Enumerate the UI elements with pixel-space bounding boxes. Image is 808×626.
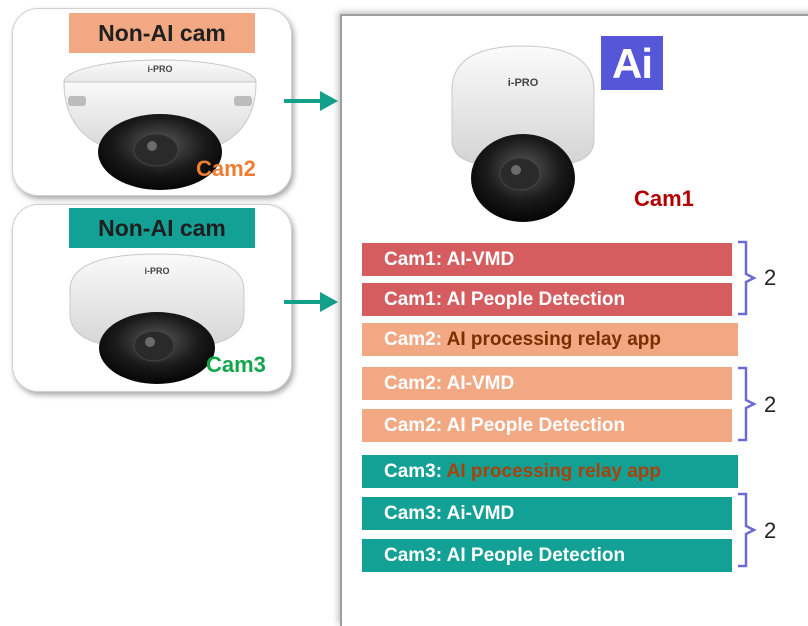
right-brace-icon xyxy=(738,240,757,316)
ai-badge-icon: Ai xyxy=(601,36,663,90)
group-count: 2 xyxy=(764,518,777,543)
list-item: Cam3: AI processing relay app xyxy=(362,455,738,488)
camera-name-cam3: Cam3 xyxy=(206,352,266,377)
arrow-right-icon xyxy=(284,292,338,312)
right-brace-icon xyxy=(738,366,757,442)
camera-type-tag: Non-AI cam xyxy=(69,13,255,53)
arrow-right-icon xyxy=(284,91,338,111)
dome-camera-image: i-PRO xyxy=(69,253,245,384)
camera-name-cam1: Cam1 xyxy=(634,186,694,211)
camera-type-tag: Non-AI cam xyxy=(69,208,255,248)
group-count: 2 xyxy=(764,392,777,417)
brand-label: i-PRO xyxy=(144,266,169,276)
dome-camera-image: i-PRO xyxy=(63,59,257,190)
list-item: Cam3: Ai-VMD xyxy=(362,497,732,530)
list-item: Cam1: AI People Detection xyxy=(362,283,732,316)
list-item: Cam1: AI-VMD xyxy=(362,243,732,276)
ai-dome-camera-image: i-PRO xyxy=(451,45,595,222)
group-count: 2 xyxy=(764,265,777,290)
list-item: Cam2: AI People Detection xyxy=(362,409,732,442)
list-item: Cam2: AI-VMD xyxy=(362,367,732,400)
brand-label: i-PRO xyxy=(508,77,539,89)
brand-label: i-PRO xyxy=(147,64,172,74)
list-item: Cam2: AI processing relay app xyxy=(362,323,738,356)
list-item: Cam3: AI People Detection xyxy=(362,539,732,572)
camera-name-cam2: Cam2 xyxy=(196,156,256,181)
right-brace-icon xyxy=(738,492,757,568)
